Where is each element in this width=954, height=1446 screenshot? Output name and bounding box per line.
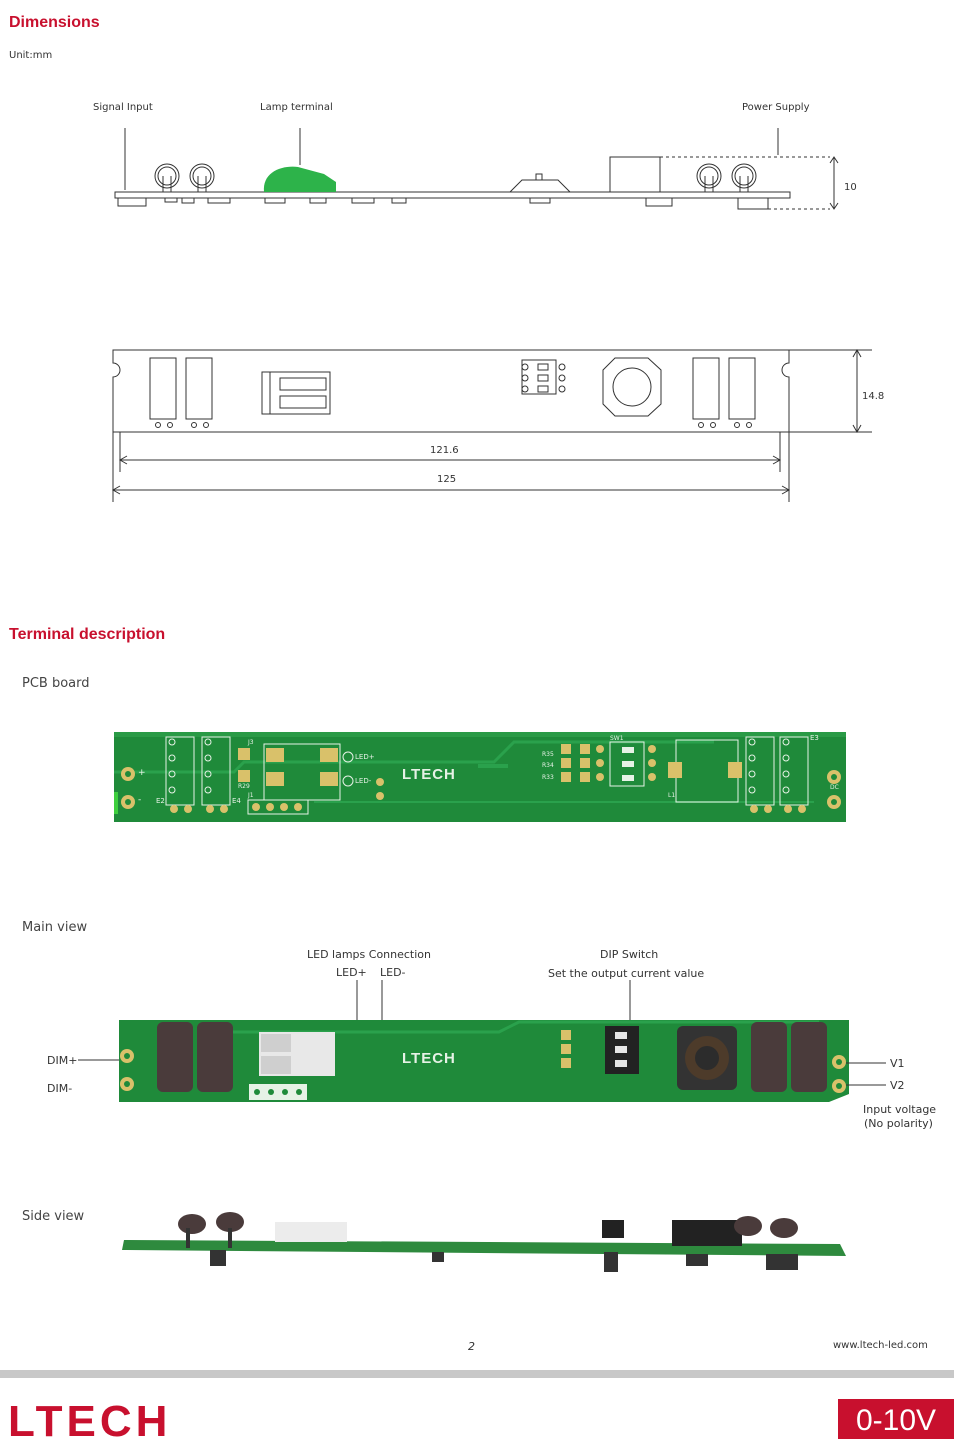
pcb-e2: E2	[156, 797, 165, 805]
pcb-sw1: SW1	[610, 735, 624, 742]
pcb-board-label: PCB board	[22, 676, 90, 691]
dimension-height-10: 10	[844, 182, 857, 193]
main-view-photo: LTECH	[119, 1018, 849, 1104]
pcb-minus: -	[138, 795, 142, 805]
terminal-description-title: Terminal description	[9, 626, 166, 643]
v1-label: V1	[890, 1057, 905, 1070]
power-supply-label: Power Supply	[742, 102, 810, 113]
dip-switch-desc: Set the output current value	[548, 967, 705, 980]
main-brand-label: LTECH	[402, 1050, 456, 1067]
pcb-board-image: LTECH LED+ LED- R35 R34 R33 SW1 J3 R29 J…	[114, 732, 846, 822]
pcb-e4: E4	[232, 797, 241, 805]
pcb-j3: J3	[248, 739, 254, 746]
main-led-minus-label: LED-	[380, 966, 406, 979]
pcb-dc: DC	[830, 784, 839, 791]
pcb-r33: R33	[542, 774, 554, 781]
product-badge: 0-10V	[838, 1399, 954, 1439]
ltech-logo: LTECH	[8, 1397, 172, 1446]
unit-label: Unit:mm	[9, 50, 53, 61]
side-view-label: Side view	[22, 1209, 85, 1224]
dimension-inner-length: 121.6	[430, 445, 459, 456]
page-number: 2	[468, 1340, 475, 1353]
input-voltage-label: Input voltage	[863, 1103, 937, 1116]
led-lamps-connection-label: LED lamps Connection	[307, 948, 432, 961]
lamp-terminal-label: Lamp terminal	[260, 102, 333, 113]
lamp-terminal-green	[263, 166, 336, 192]
pcb-led-minus: LED-	[355, 777, 372, 785]
footer-divider	[0, 1370, 954, 1378]
pcb-r34: R34	[542, 762, 554, 769]
website-link[interactable]: www.ltech-led.com	[833, 1340, 928, 1351]
v2-label: V2	[890, 1079, 905, 1092]
side-profile-drawing	[114, 128, 839, 210]
main-view-label: Main view	[22, 920, 88, 935]
top-view-drawing	[111, 348, 872, 502]
v-leader-lines	[846, 1062, 886, 1086]
dip-switch-label: DIP Switch	[600, 948, 659, 961]
signal-input-label: Signal Input	[93, 102, 153, 113]
dim-plus-label: DIM+	[47, 1054, 78, 1067]
pcb-led-plus: LED+	[355, 753, 375, 761]
pcb-e3: E3	[810, 734, 819, 742]
pcb-r29: R29	[238, 783, 250, 790]
dimensions-title: Dimensions	[9, 14, 100, 31]
pcb-plus: +	[138, 768, 146, 778]
dimension-outer-length: 125	[437, 474, 457, 485]
main-led-plus-label: LED+	[336, 966, 367, 979]
no-polarity-label: (No polarity)	[864, 1117, 933, 1130]
pcb-l1: L1	[668, 792, 676, 799]
pcb-r35: R35	[542, 751, 554, 758]
side-view-photo	[120, 1210, 846, 1276]
dimension-width-14-8: 14.8	[862, 391, 885, 402]
pcb-brand-label: LTECH	[402, 766, 456, 783]
dim-minus-label: DIM-	[47, 1082, 73, 1095]
pcb-j1: J1	[248, 792, 254, 799]
